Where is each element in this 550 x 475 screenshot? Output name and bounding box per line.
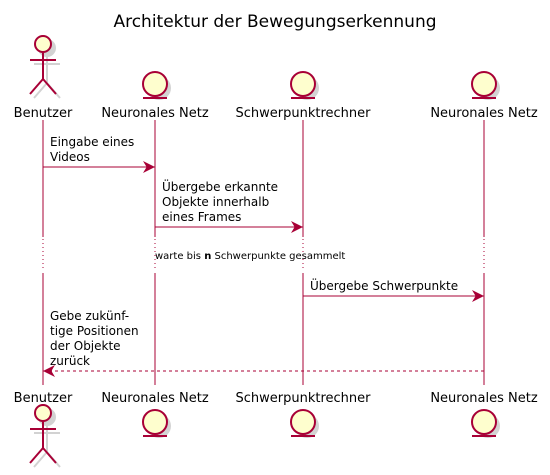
entity-icon-netz1-bottom [142, 409, 171, 438]
participant-label-bottom-benutzer: Benutzer [14, 391, 73, 406]
message-label-4-line-2: tige Positionen [50, 324, 139, 338]
participant-label-bottom-netz2: Neuronales Netz [430, 391, 538, 406]
participant-label-top-netz2: Neuronales Netz [430, 106, 538, 121]
delay-text-end: Schwerpunkte gesammelt [211, 251, 345, 262]
actor-icon-top [29, 35, 61, 99]
entity-icon-schwer-top [290, 71, 319, 100]
delay-text: warte bis n Schwerpunkte gesammelt [155, 251, 345, 262]
entity-icon-netz1-top [142, 71, 171, 100]
entity-icon-netz2-bottom [471, 409, 500, 438]
participant-label-bottom-netz1: Neuronales Netz [101, 391, 209, 406]
message-label-2-line-1: Übergebe erkannte [162, 178, 278, 194]
entity-icon-netz2-top [471, 71, 500, 100]
message-label-4-line-1: Gebe zukünf- [50, 309, 129, 323]
entity-icon-schwer-bottom [290, 409, 319, 438]
message-label-4-line-4: zurück [50, 354, 90, 368]
delay-text-count: n [204, 251, 211, 262]
message-label-3-line-1: Übergebe Schwerpunkte [310, 277, 458, 293]
actor-icon-bottom [29, 404, 61, 468]
participant-label-top-benutzer: Benutzer [14, 106, 73, 121]
delay-gap [0, 237, 550, 273]
participant-label-top-netz1: Neuronales Netz [101, 106, 209, 121]
message-label-1-line-1: Eingabe eines [50, 135, 134, 149]
participant-label-bottom-schwer: Schwerpunktrechner [236, 391, 372, 406]
message-label-1-line-2: Videos [50, 150, 90, 164]
message-label-4-line-3: der Objekte [50, 339, 121, 353]
participant-label-top-schwer: Schwerpunktrechner [236, 106, 372, 121]
diagram-title: Architektur der Bewegungserkennung [113, 12, 436, 32]
message-label-2-line-3: eines Frames [162, 210, 241, 224]
message-3: Übergebe Schwerpunkte [303, 277, 484, 302]
delay-text-start: warte bis [155, 251, 204, 262]
message-label-2-line-2: Objekte innerhalb [162, 195, 269, 209]
